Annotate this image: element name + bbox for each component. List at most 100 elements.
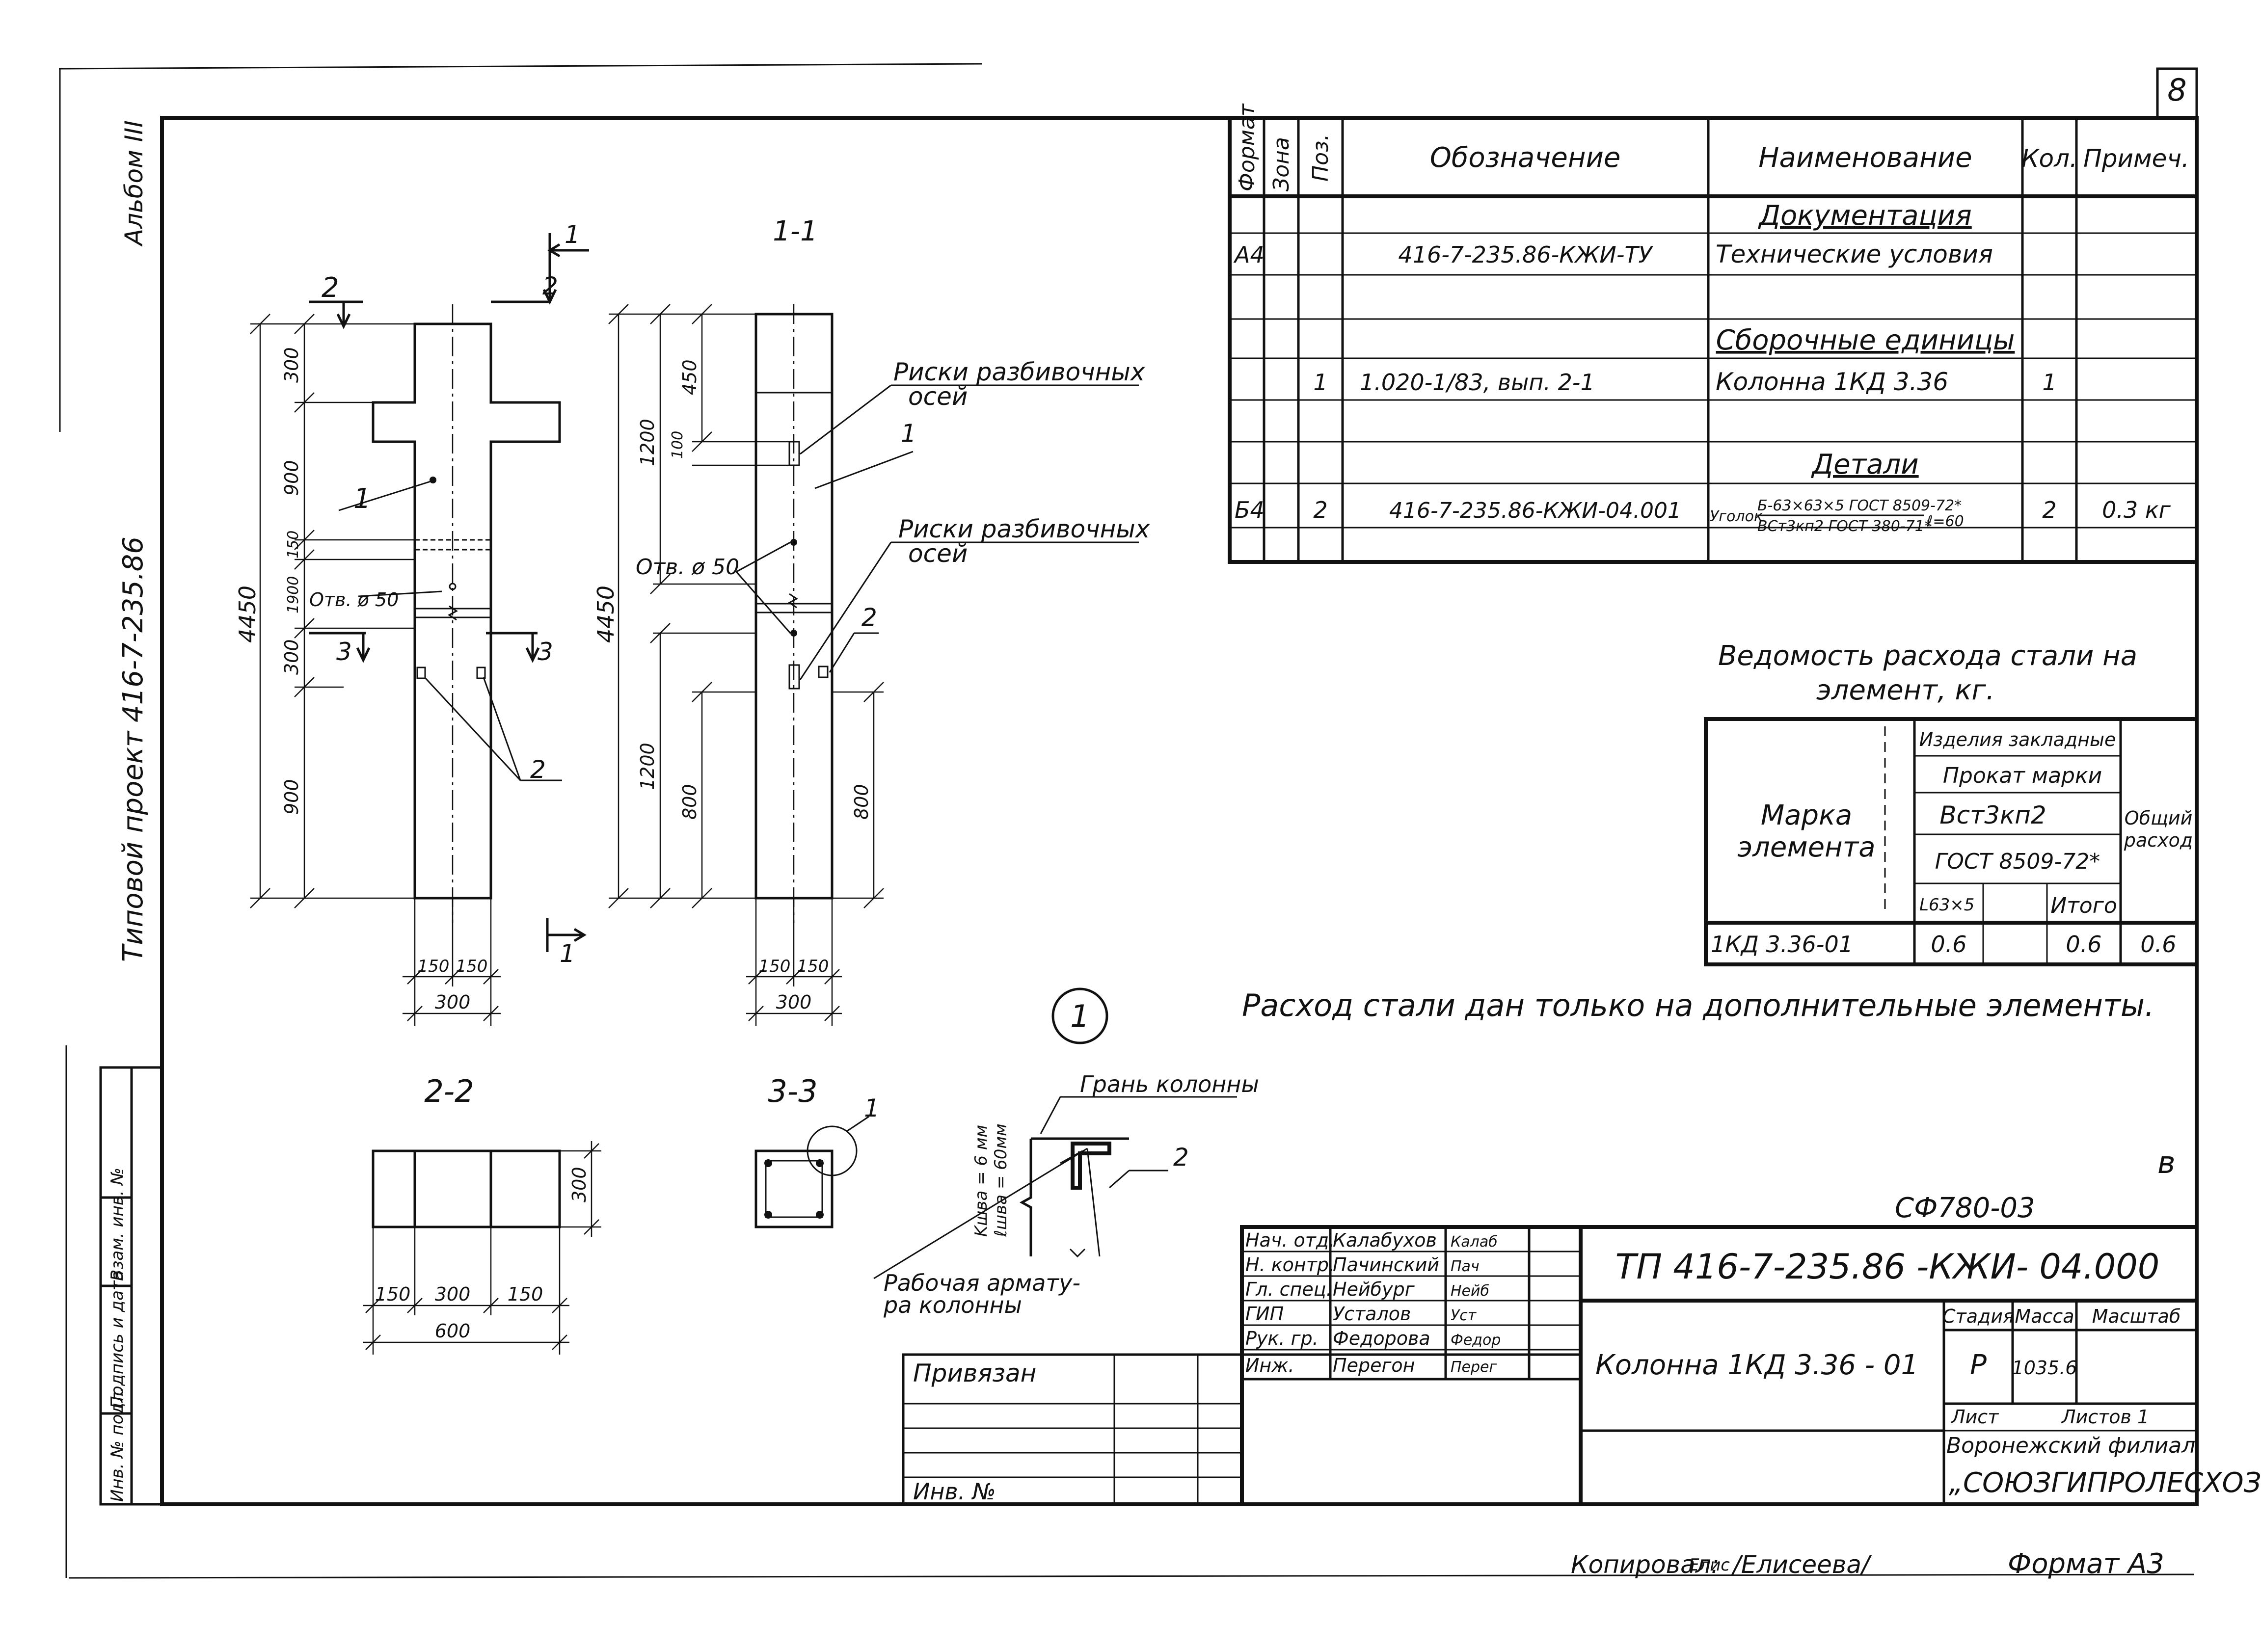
footer-copier: /Елисеева/ [1731, 1550, 1872, 1579]
section-details: Детали [1810, 449, 1918, 480]
letter-v: в [2157, 1145, 2176, 1180]
detail-face: Грань колонны [1080, 1071, 1259, 1097]
staff-name: Калабухов [1333, 1229, 1437, 1251]
elev1-dim-300b: 300 [281, 639, 302, 675]
elev2-dim-total: 4450 [592, 586, 619, 643]
column-designation: 1.020-1/83, вып. 2-1 [1360, 369, 1595, 396]
section-title-1-1: 1-1 [773, 215, 817, 247]
staff-role: ГИП [1245, 1303, 1284, 1325]
steel-total: Итого [2050, 893, 2117, 918]
tb-org-2: „СОЮЗГИПРОЛЕСХОЗ" [1949, 1467, 2261, 1499]
elev1-dim-150: 150 [285, 531, 302, 559]
elev2-pos-2: 2 [861, 603, 877, 632]
callout-circle [1051, 987, 1108, 1044]
spec-header-zone: Зона [1269, 137, 1294, 191]
steel-gost: ГОСТ 8509-72* [1935, 849, 2100, 874]
side-stamp: Альбом III Типовой проект 416-7-235.86 И… [99, 120, 163, 1506]
section-2-2 [363, 1141, 601, 1355]
elev1-mark-2b: 2 [542, 272, 558, 300]
elev2-w150b: 150 [797, 957, 829, 976]
tb-staff: Нач. отд. Калабухов Калаб Н. контр. Пачи… [1245, 1229, 1501, 1376]
sec22-w150a: 150 [375, 1283, 411, 1305]
tb-stage: Р [1970, 1349, 1987, 1381]
steel-overall-1: Общий [2125, 807, 2193, 829]
angle-name-prefix: Уголок [1710, 508, 1763, 525]
spec-header-pos: Поз. [1308, 134, 1333, 182]
sec22-w300: 300 [435, 1283, 471, 1305]
tb-org-1: Воронежский филиал [1946, 1433, 2195, 1458]
sec33-pos-1: 1 [864, 1094, 880, 1122]
spec-header-note: Примеч. [2083, 144, 2189, 173]
sheet-number: 8 [2167, 72, 2186, 108]
footer-copier-sig: Елис [1689, 1555, 1730, 1575]
staff-signature: Федор [1451, 1332, 1501, 1349]
elev2-hole: Отв. ø 50 [636, 555, 739, 580]
angle-name-top: Б-63×63×5 ГОСТ 8509-72* [1757, 497, 1962, 514]
footer-copied: Копировал: [1571, 1550, 1720, 1579]
spec-table [1228, 116, 2199, 564]
tb-doc-code: ТП 416-7-235.86 -КЖИ- 04.000 [1615, 1247, 2160, 1287]
steel-mark-2: элемента [1737, 831, 1875, 863]
elevation-front [250, 233, 589, 1026]
elev2-risk2-a: Риски разбивочных [898, 515, 1150, 543]
elev1-mark-1b: 1 [560, 939, 575, 968]
tb-inv: Инв. № [913, 1478, 996, 1505]
elev2-dim-800: 800 [679, 784, 700, 820]
elev1-dim-900b: 900 [281, 779, 302, 815]
tb-stage-label: Стадия [1942, 1306, 2014, 1327]
angle-designation: 416-7-235.86-КЖИ-04.001 [1389, 498, 1681, 523]
elev2-risk2-b: осей [908, 539, 968, 568]
steel-mark-1: Марка [1761, 799, 1852, 831]
staff-signature: Нейб [1451, 1282, 1489, 1300]
elev2-dim-1200a: 1200 [637, 419, 658, 466]
steel-title-1: Ведомость расхода стали на [1718, 640, 2137, 672]
staff-role: Инж. [1245, 1355, 1294, 1376]
steel-embedded: Изделия закладные [1919, 729, 2116, 750]
elev1-mark-3: 3 [336, 638, 352, 666]
footer-format: Формат А3 [2008, 1548, 2164, 1580]
column-pos: 1 [1313, 369, 1327, 396]
column-name: Колонна 1КД 3.36 [1716, 368, 1948, 396]
sec22-h300: 300 [568, 1167, 590, 1202]
elev2-dim-450: 450 [679, 359, 700, 395]
steel-title-2: элемент, кг. [1816, 674, 1995, 706]
doc-designation: 416-7-235.86-КЖИ-ТУ [1398, 241, 1653, 268]
elev2-dim-1200b: 1200 [637, 743, 658, 790]
staff-role: Нач. отд. [1245, 1229, 1335, 1251]
staff-role: Н. контр. [1245, 1254, 1335, 1276]
elev1-w300: 300 [435, 991, 471, 1013]
detail-weld-2: ℓшва = 60мм [991, 1123, 1011, 1237]
elev1-pos-1: 1 [353, 483, 371, 515]
elev1-mark-3b: 3 [538, 638, 553, 666]
staff-signature: Перег [1451, 1359, 1497, 1376]
elev2-dim-800r: 800 [851, 784, 872, 820]
elev2-risk1-b: осей [908, 382, 968, 411]
tb-sheet-label: Лист [1950, 1406, 1999, 1428]
staff-role: Рук. гр. [1245, 1328, 1319, 1349]
elev1-dim-total: 4450 [234, 586, 261, 643]
angle-name-bottom: ВСт3кп2 ГОСТ 380-71* [1757, 518, 1932, 535]
staff-signature: Уст [1451, 1307, 1477, 1324]
steel-grade: Вст3кп2 [1939, 801, 2046, 829]
angle-note: 0.3 кг [2102, 497, 2171, 523]
steel-row-mark: 1КД 3.36-01 [1711, 931, 1853, 958]
elev2-dim-100: 100 [669, 431, 686, 459]
elev1-dim-1900: 1900 [285, 576, 302, 613]
staff-signature: Калаб [1451, 1233, 1498, 1251]
section-3-3 [754, 1116, 869, 1228]
sec22-w150b: 150 [508, 1283, 543, 1305]
staff-name: Нейбург [1333, 1279, 1415, 1300]
elev1-dim-300: 300 [281, 347, 302, 383]
staff-name: Перегон [1333, 1355, 1415, 1376]
project-label: Типовой проект 416-7-235.86 [117, 536, 149, 962]
tb-doc-title: Колонна 1КД 3.36 - 01 [1595, 1349, 1918, 1381]
inv-orig-label: Инв. № подл. [108, 1386, 127, 1502]
spec-header-designation: Обозначение [1430, 142, 1621, 174]
spec-header-format: Формат [1235, 103, 1260, 191]
column-qty: 1 [2042, 369, 2056, 396]
tb-bound: Привязан [913, 1359, 1036, 1387]
staff-name: Федорова [1333, 1328, 1430, 1349]
elev1-dim-900a: 900 [281, 460, 302, 496]
angle-format: Б4 [1235, 497, 1265, 523]
